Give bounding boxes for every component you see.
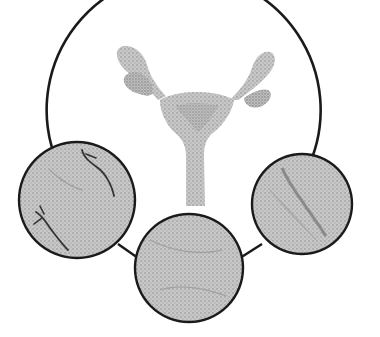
connector-bottom-right <box>240 244 262 258</box>
uterus-illustration <box>117 46 275 206</box>
tissue-view-left <box>19 142 135 258</box>
connector-left-bottom <box>118 244 138 258</box>
tissue-view-right <box>252 154 352 254</box>
tissue-view-bottom <box>135 214 243 322</box>
